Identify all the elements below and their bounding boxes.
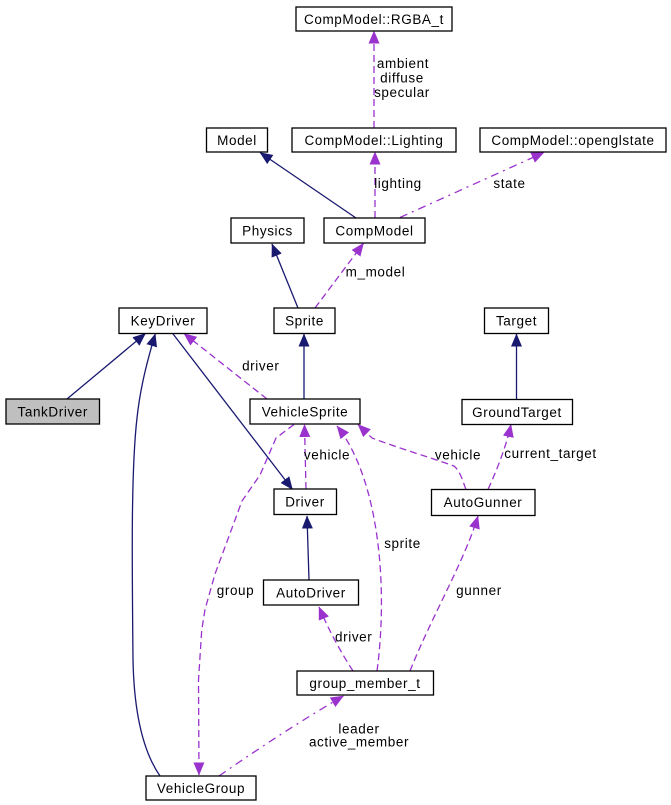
svg-text:CompModel::RGBA_t: CompModel::RGBA_t [304,12,444,27]
svg-text:VehicleSprite: VehicleSprite [262,405,349,420]
svg-text:state: state [493,176,525,191]
svg-text:leader: leader [338,722,379,737]
svg-text:VehicleGroup: VehicleGroup [157,781,245,796]
svg-text:Sprite: Sprite [285,314,324,329]
svg-text:KeyDriver: KeyDriver [131,314,196,329]
svg-text:TankDriver: TankDriver [17,405,88,420]
svg-text:Physics: Physics [242,224,293,239]
svg-text:vehicle: vehicle [304,448,350,463]
svg-text:GroundTarget: GroundTarget [472,405,562,420]
svg-text:Driver: Driver [285,495,325,510]
svg-text:vehicle: vehicle [435,448,481,463]
svg-text:m_model: m_model [346,265,406,280]
svg-text:AutoDriver: AutoDriver [276,586,346,601]
svg-text:AutoGunner: AutoGunner [444,495,523,510]
svg-text:Model: Model [217,133,257,148]
svg-text:driver: driver [335,630,372,645]
svg-text:current_target: current_target [504,446,596,461]
svg-text:group: group [217,583,255,598]
svg-text:CompModel::Lighting: CompModel::Lighting [305,133,444,148]
svg-text:lighting: lighting [374,176,422,191]
svg-text:diffuse: diffuse [380,71,424,86]
svg-text:sprite: sprite [384,536,421,551]
svg-text:CompModel::openglstate: CompModel::openglstate [491,133,654,148]
svg-text:driver: driver [242,359,279,374]
svg-text:Target: Target [496,314,537,329]
svg-text:group_member_t: group_member_t [309,676,420,691]
svg-text:specular: specular [374,85,430,100]
svg-text:CompModel: CompModel [335,224,413,239]
svg-text:active_member: active_member [309,735,409,750]
svg-text:ambient: ambient [377,56,429,71]
svg-text:gunner: gunner [456,583,502,598]
